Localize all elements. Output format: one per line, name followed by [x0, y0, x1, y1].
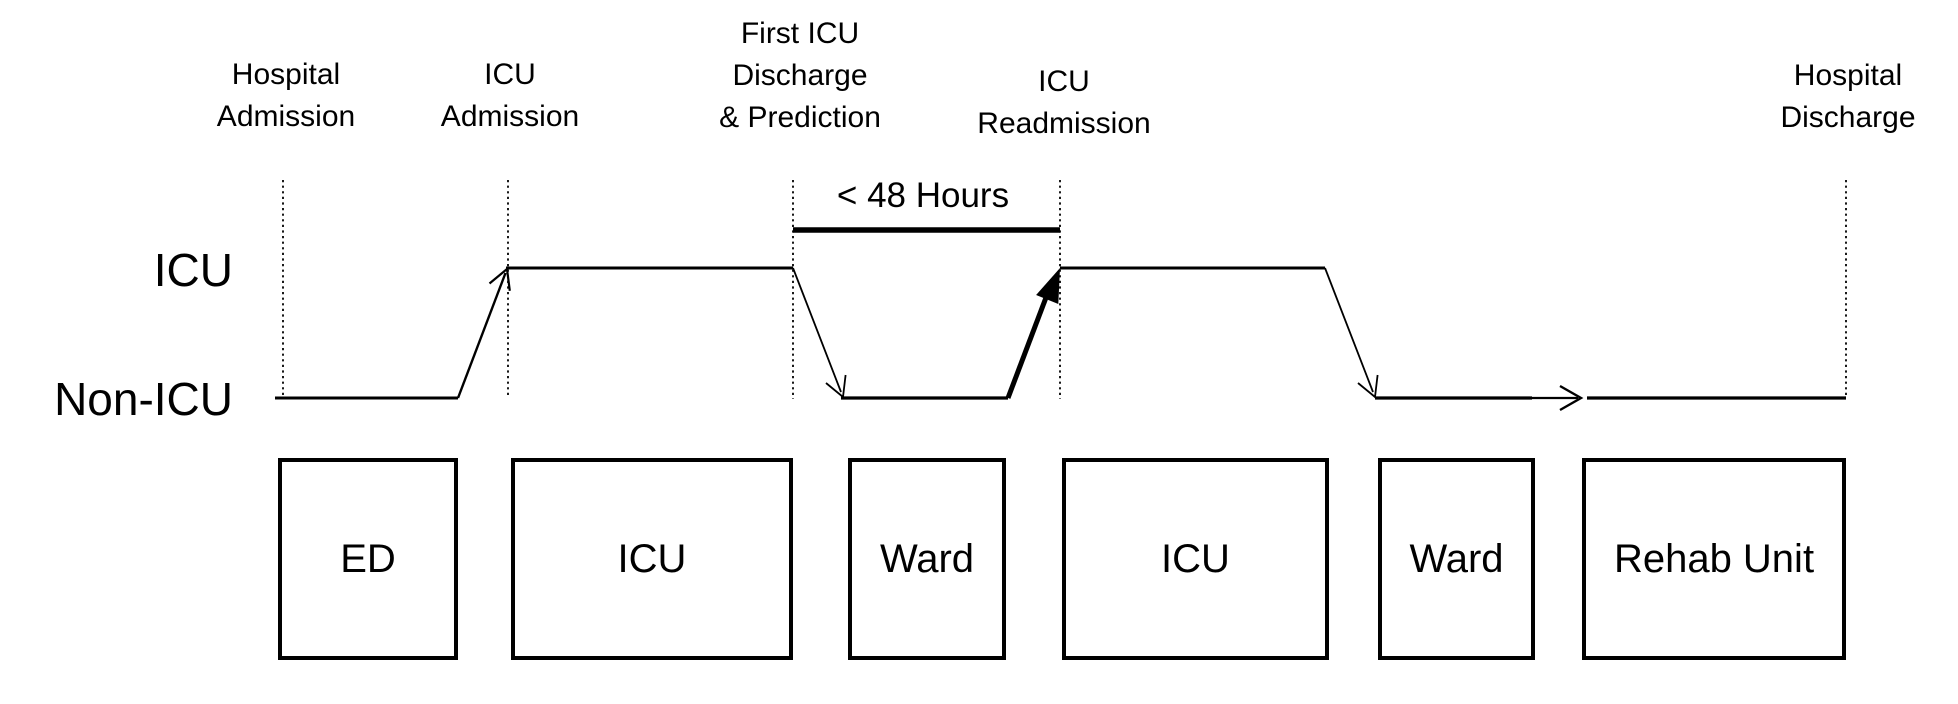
- location-box-label: Rehab Unit: [1613, 536, 1815, 581]
- event-label-hospital-discharge: Hospital Discharge: [1780, 55, 1915, 139]
- event-label-line: Discharge: [732, 59, 868, 92]
- event-label-hospital-admission: Hospital Admission: [217, 54, 355, 138]
- event-label-line: Admission: [440, 100, 580, 133]
- location-box-icu-2: ICU: [1062, 458, 1329, 660]
- location-box-label: Ward: [879, 536, 975, 581]
- event-label-line: Hospital: [231, 58, 341, 91]
- segment-readmission-thick: [1005, 286, 1053, 399]
- event-label-first-icu-discharge: First ICU Discharge & Prediction: [719, 13, 881, 139]
- location-box-ward-1: Ward: [848, 458, 1006, 660]
- event-label-line: & Prediction: [719, 101, 881, 134]
- segment-descent-first-discharge: [792, 267, 842, 393]
- arrowhead-rehab-transfer-icon: [1559, 384, 1584, 412]
- location-box-label: ED: [340, 536, 396, 581]
- segment-descent-second-discharge: [1324, 267, 1374, 393]
- event-label-icu-admission: ICU Admission: [441, 54, 579, 138]
- event-label-line: First ICU: [740, 17, 860, 50]
- arrowhead-readmission-icon: [1036, 268, 1060, 304]
- location-box-ed: ED: [278, 458, 458, 660]
- location-box-icu-1: ICU: [511, 458, 793, 660]
- event-label-line: ICU: [484, 58, 536, 91]
- segment-ascent-icu-admission: [456, 272, 507, 399]
- location-box-rehab-unit: Rehab Unit: [1582, 458, 1846, 660]
- location-box-ward-2: Ward: [1378, 458, 1535, 660]
- event-label-line: ICU: [1038, 65, 1090, 98]
- event-label-line: Admission: [216, 100, 356, 133]
- event-label-line: Readmission: [977, 107, 1151, 140]
- location-box-label: Ward: [1409, 536, 1504, 581]
- axis-label-icu: ICU: [153, 244, 233, 296]
- event-label-icu-readmission: ICU Readmission: [977, 61, 1150, 145]
- interval-48h-label: < 48 Hours: [836, 176, 1010, 215]
- axis-label-non-icu: Non-ICU: [54, 373, 233, 425]
- location-box-label: ICU: [1161, 536, 1230, 581]
- event-label-line: Hospital: [1793, 59, 1903, 92]
- location-box-label: ICU: [617, 536, 687, 581]
- event-label-line: Discharge: [1780, 101, 1916, 134]
